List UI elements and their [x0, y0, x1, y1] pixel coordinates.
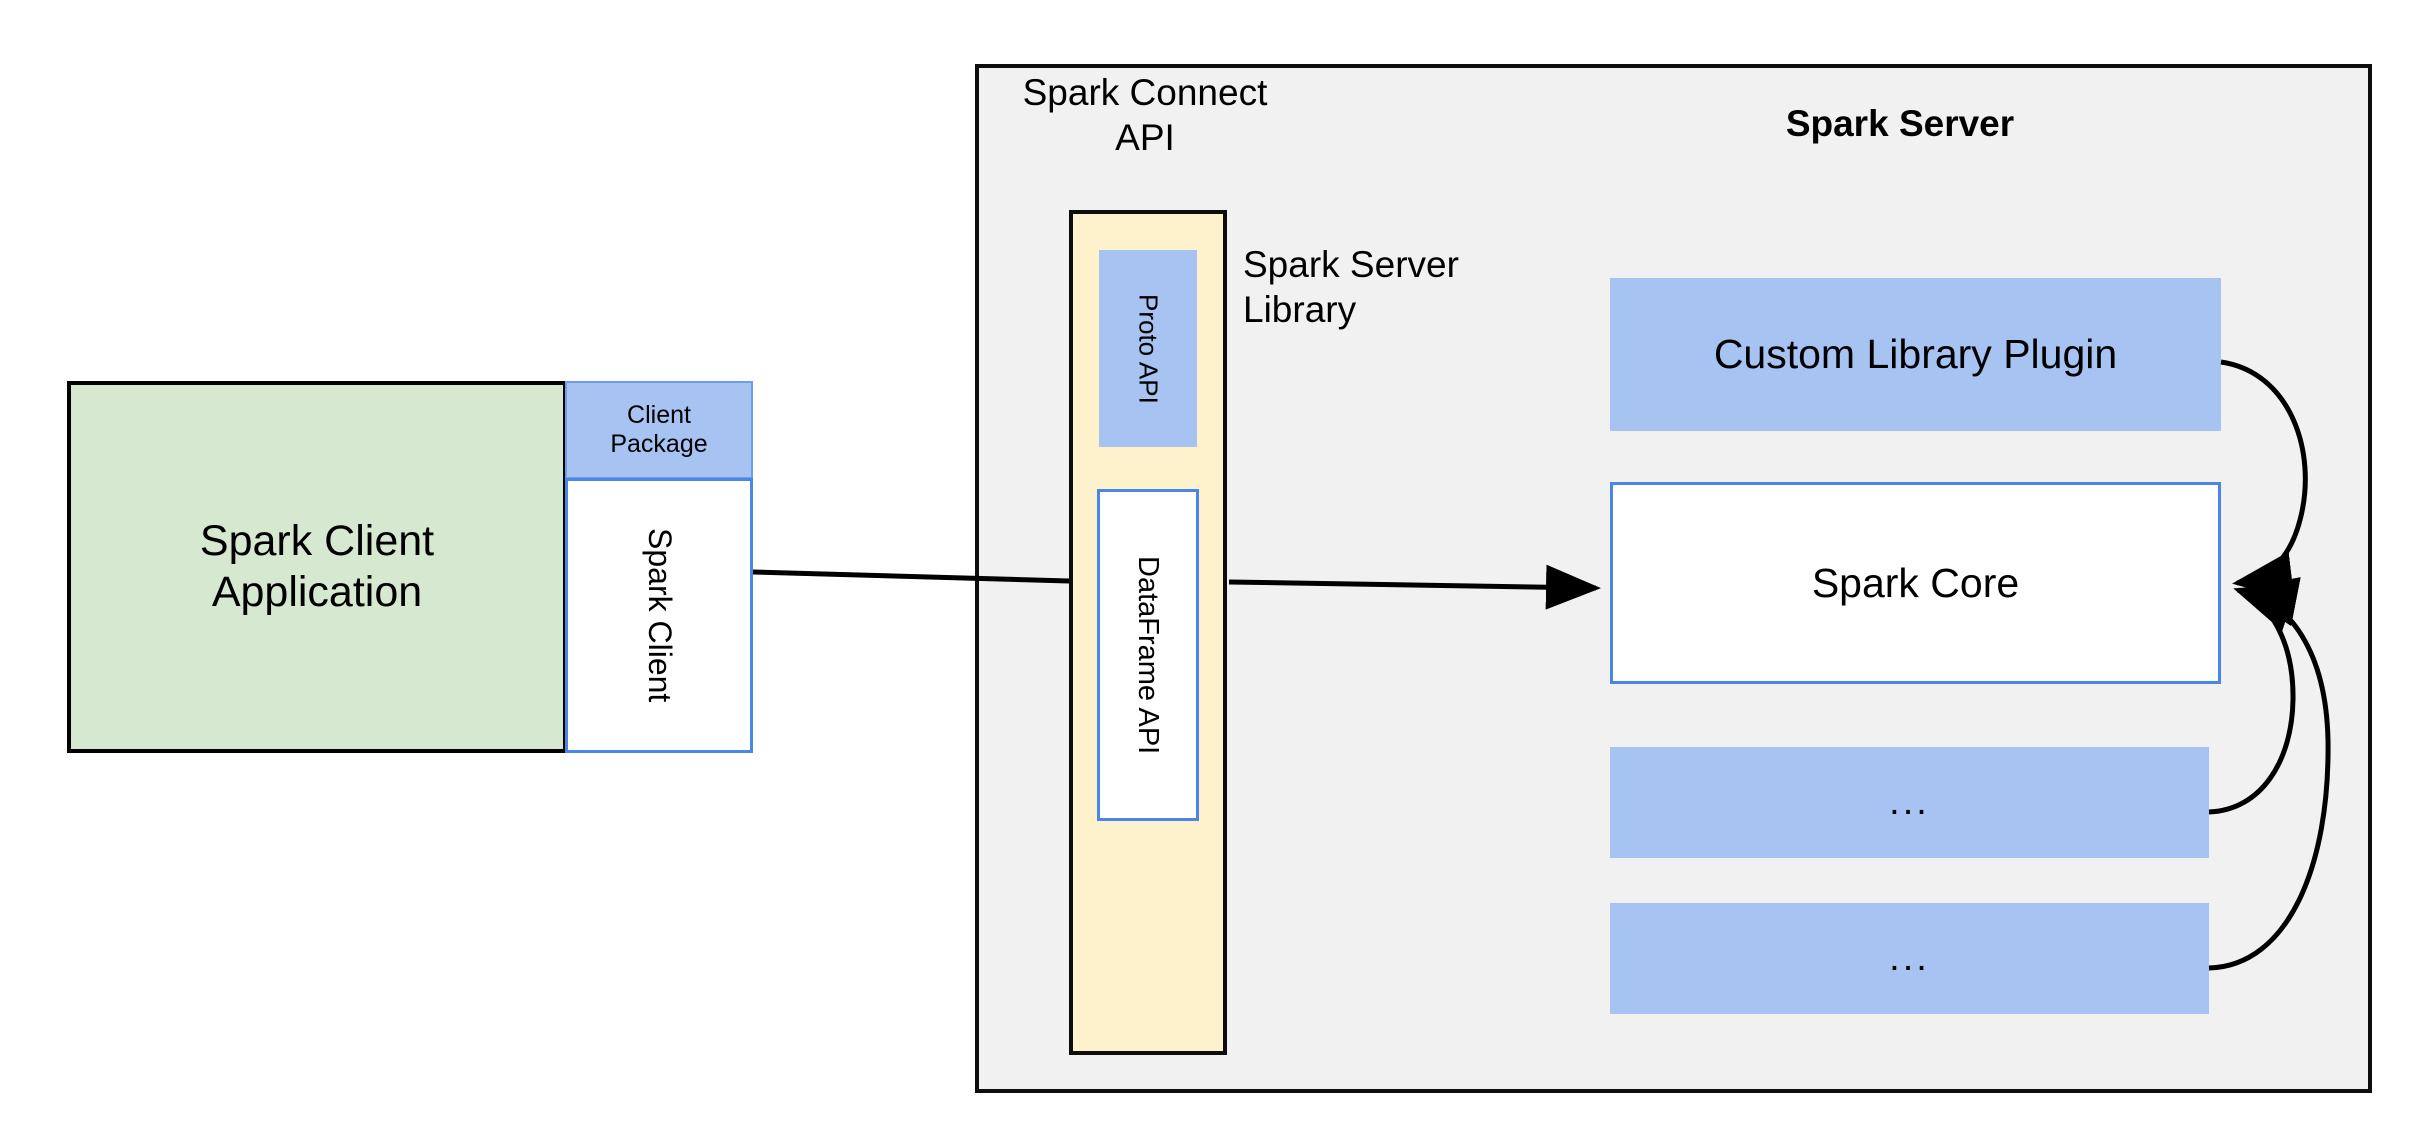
client-package-line2: Package — [610, 430, 708, 458]
additional-plugin-box-1[interactable]: ... — [1610, 747, 2209, 858]
dataframe-api-label: DataFrame API — [1132, 555, 1165, 755]
spark-server-title: Spark Server — [1785, 103, 2015, 145]
spark-core-box[interactable]: Spark Core — [1610, 482, 2221, 684]
server-library-line2: Library — [1243, 289, 1357, 331]
custom-library-plugin-label: Custom Library Plugin — [1713, 331, 2118, 378]
client-package-line1: Client — [627, 400, 691, 429]
spark-client-application-box[interactable]: Spark Client Application — [67, 381, 567, 753]
additional-plugin-label-1: ... — [1889, 781, 1930, 824]
additional-plugin-label-2: ... — [1889, 937, 1930, 980]
spark-connect-api-label: Spark Connect API — [1000, 70, 1290, 170]
proto-api-box[interactable]: Proto API — [1099, 250, 1197, 447]
spark-core-label: Spark Core — [1811, 559, 2020, 606]
application-label-line2: Application — [211, 568, 423, 616]
custom-library-plugin-box[interactable]: Custom Library Plugin — [1610, 278, 2221, 431]
client-package-label: Client Package — [610, 401, 707, 460]
additional-plugin-box-2[interactable]: ... — [1610, 903, 2209, 1014]
spark-client-box[interactable]: Spark Client — [565, 478, 753, 753]
client-package-box[interactable]: Client Package — [565, 381, 753, 479]
connect-api-line1: Spark Connect — [1022, 72, 1268, 113]
dataframe-api-box[interactable]: DataFrame API — [1097, 489, 1199, 821]
spark-client-application-label: Spark Client Application — [200, 516, 434, 617]
application-label-line1: Spark Client — [199, 517, 435, 566]
connect-api-line2: API — [1115, 117, 1175, 159]
spark-client-label: Spark Client — [641, 528, 678, 703]
proto-api-label: Proto API — [1133, 293, 1164, 404]
spark-server-library-label: Spark Server Library — [1243, 242, 1573, 352]
server-library-line1: Spark Server — [1243, 244, 1459, 285]
